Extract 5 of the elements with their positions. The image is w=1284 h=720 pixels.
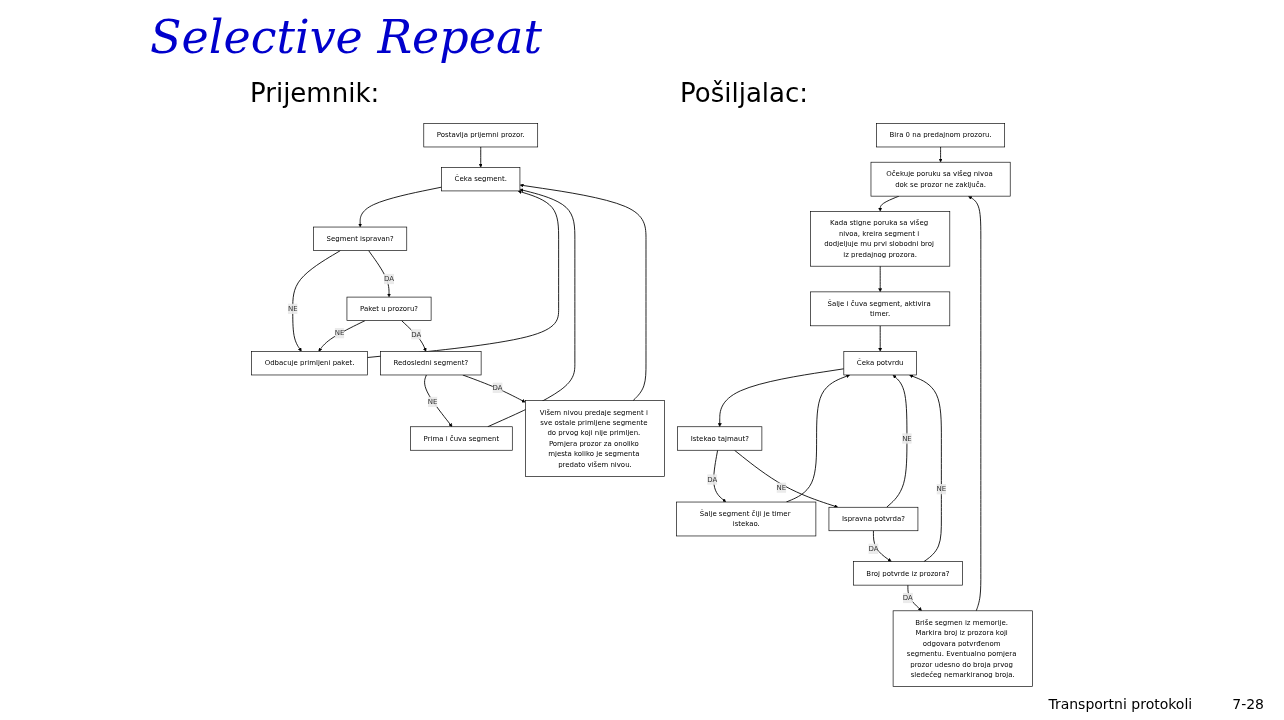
section-heading: Pošiljalac: [680, 78, 809, 108]
page-number: 7-28 [1232, 696, 1264, 712]
footer-text: Transportni protokoli [1048, 696, 1193, 712]
title: Selective Repeat [150, 10, 542, 64]
section-heading: Prijemnik: [250, 78, 380, 108]
